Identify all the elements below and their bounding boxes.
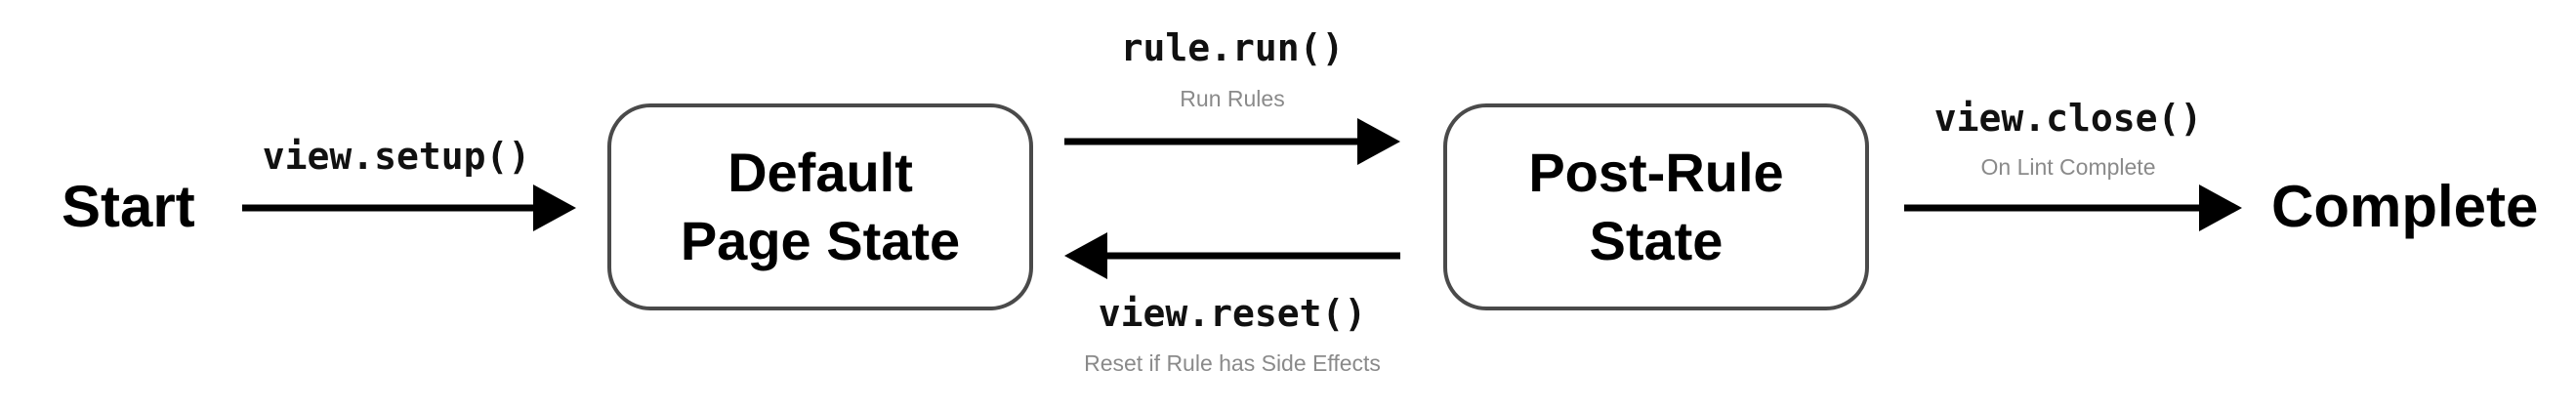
reset-code-label: view.reset() (1098, 292, 1367, 335)
post-rule-state-box: Post-Rule State (1443, 103, 1869, 310)
close-description: On Lint Complete (1980, 154, 2156, 180)
default-page-state-box: Default Page State (607, 103, 1033, 310)
arrow-close (1904, 184, 2242, 231)
default-page-state-label: Default Page State (680, 142, 961, 271)
complete-terminal: Complete (2271, 174, 2539, 239)
run-description: Run Rules (1180, 86, 1285, 111)
reset-description: Reset if Rule has Side Effects (1084, 350, 1381, 376)
close-code-label: view.close() (1933, 97, 2203, 140)
run-code-label: rule.run() (1120, 26, 1345, 69)
arrow-run (1064, 118, 1400, 165)
arrow-setup (242, 184, 576, 231)
post-rule-state-label: Post-Rule State (1528, 142, 1784, 271)
arrow-reset (1064, 232, 1400, 279)
setup-code-label: view.setup() (262, 135, 531, 178)
start-terminal: Start (62, 174, 195, 239)
